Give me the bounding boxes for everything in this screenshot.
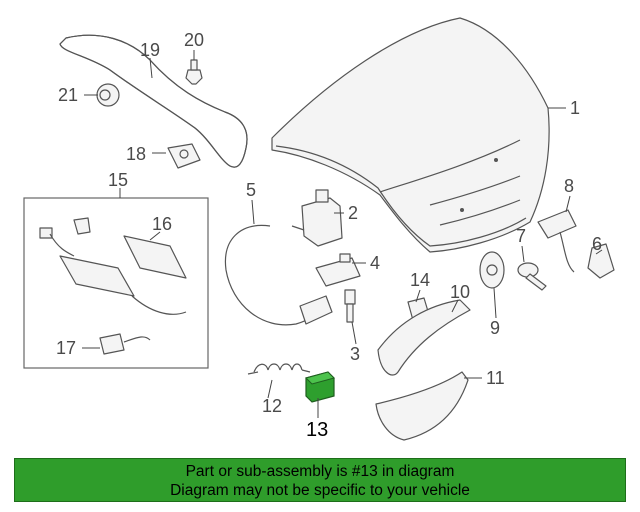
bumper-part: [96, 83, 120, 107]
callout-8: 8: [564, 176, 574, 196]
striker-part: [315, 253, 361, 287]
callout-1: 1: [570, 98, 580, 118]
callout-7: 7: [516, 226, 526, 246]
callout-2: 2: [348, 203, 358, 223]
callout-13: 13: [306, 419, 328, 441]
callout-14: 14: [410, 270, 430, 290]
callout-labels: 1 2 3 4 5 6 7 8 9 10 11 12 13 14 15 16 1…: [56, 30, 602, 441]
clip-part: [185, 59, 203, 85]
callout-16: 16: [152, 214, 172, 234]
parts-diagram: 1 2 3 4 5 6 7 8 9 10 11 12 13 14 15 16 1…: [23, 17, 615, 441]
callout-10: 10: [450, 282, 470, 302]
lock-cylinder: [291, 189, 343, 247]
latch-part: [587, 243, 615, 279]
bolt-part: [344, 289, 356, 323]
spring-part: [247, 363, 311, 375]
callout-21: 21: [58, 85, 78, 105]
callout-15: 15: [108, 170, 128, 190]
callout-17: 17: [56, 338, 76, 358]
callout-18: 18: [126, 144, 146, 164]
switch-part: [537, 209, 577, 273]
banner-line-2: Diagram may not be specific to your vehi…: [170, 482, 470, 499]
callout-3: 3: [350, 344, 360, 364]
callout-6: 6: [592, 234, 602, 254]
trim-bracket: [377, 299, 471, 376]
sensor-part: [167, 143, 201, 169]
banner-line-1: Part or sub-assembly is #13 in diagram: [185, 463, 455, 480]
info-banner: Part or sub-assembly is #13 in diagram D…: [14, 458, 626, 502]
assembly-box-15: [23, 197, 209, 369]
leader-lines: [82, 50, 603, 418]
actuator-part: [479, 251, 505, 289]
release-cable: [224, 224, 333, 326]
callout-20: 20: [184, 30, 204, 50]
trim-panel: [375, 371, 469, 441]
callout-5: 5: [246, 180, 256, 200]
callout-19: 19: [140, 40, 160, 60]
callout-11: 11: [486, 368, 505, 388]
callout-12: 12: [262, 396, 282, 416]
screw-part: [517, 262, 547, 291]
callout-4: 4: [370, 253, 380, 273]
callout-9: 9: [490, 318, 500, 338]
trunk-lid: [271, 17, 550, 253]
highlighted-part-13: [305, 371, 335, 403]
